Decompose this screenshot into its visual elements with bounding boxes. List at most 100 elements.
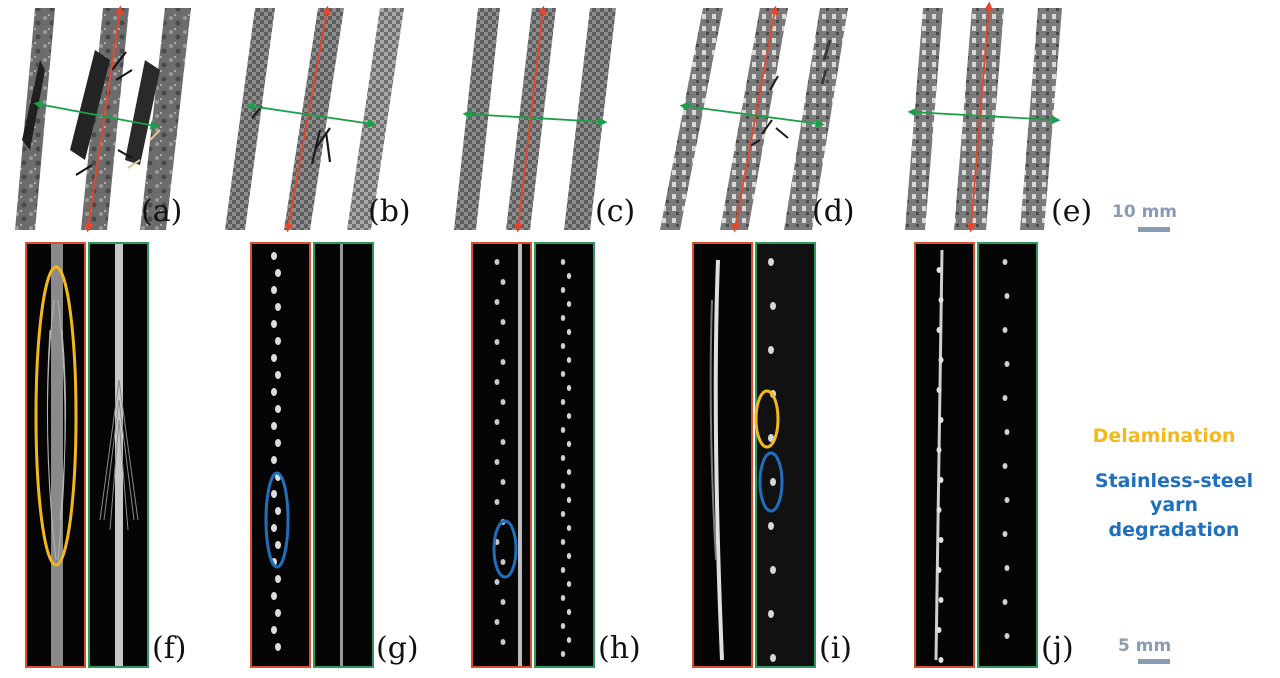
scale-bar-bottom-label: 5 mm	[1118, 636, 1172, 656]
ct-speckle	[566, 637, 572, 643]
ct-speckle	[560, 567, 566, 573]
panel-label-e: (e)	[1051, 194, 1093, 229]
ct-speckle	[768, 434, 774, 442]
panel-label-d: (d)	[812, 194, 855, 229]
ct-scan-h	[471, 242, 595, 668]
ct-speckle	[1004, 361, 1010, 367]
ct-speckle	[494, 259, 500, 265]
ct-speckle	[500, 279, 506, 285]
ct-speckle	[566, 441, 572, 447]
ct-speckle	[560, 427, 566, 433]
panel-label-i: (i)	[819, 631, 853, 666]
legend-delamination: Delamination	[1092, 425, 1236, 447]
specimen-photo-b	[225, 5, 404, 233]
ct-speckle	[938, 657, 944, 663]
panel-label-g: (g)	[376, 631, 419, 666]
ct-speckle	[1004, 565, 1010, 571]
ct-speckle	[938, 477, 944, 483]
ct-speckle	[500, 439, 506, 445]
panel-label-c: (c)	[595, 194, 636, 229]
ct-speckle	[938, 297, 944, 303]
ct-speckle	[494, 499, 500, 505]
ct-speckle	[1002, 327, 1008, 333]
ct-speckle	[560, 399, 566, 405]
ct-speckle	[560, 623, 566, 629]
ct-speckle	[936, 507, 942, 513]
ct-speckle	[566, 497, 572, 503]
ct-speckle	[560, 343, 566, 349]
ct-speckle	[566, 553, 572, 559]
ct-speckle	[275, 269, 281, 277]
ct-speckle	[1004, 633, 1010, 639]
specimen-photo-a	[15, 5, 191, 233]
specimen-photo-e	[905, 1, 1062, 233]
ct-speckle	[494, 579, 500, 585]
ct-speckle	[936, 447, 942, 453]
ct-speckle	[560, 539, 566, 545]
ct-speckle	[275, 609, 281, 617]
ct-speckle	[494, 619, 500, 625]
ct-speckle	[500, 399, 506, 405]
ct-speckle	[566, 525, 572, 531]
ct-speckle	[936, 327, 942, 333]
ct-speckle	[1002, 259, 1008, 265]
ct-speckle	[271, 456, 277, 464]
panel-label-b: (b)	[368, 194, 411, 229]
ct-speckle	[938, 417, 944, 423]
ct-speckle	[560, 511, 566, 517]
legend-yarn-degradation: Stainless-steel yarn degradation	[1068, 469, 1280, 542]
specimen-photo-d	[660, 5, 848, 233]
ct-speckle	[566, 273, 572, 279]
ct-speckle	[936, 627, 942, 633]
ct-speckle	[938, 357, 944, 363]
ct-speckle	[500, 479, 506, 485]
ct-speckle	[560, 455, 566, 461]
ct-speckle	[1002, 531, 1008, 537]
ct-scan-g	[250, 242, 374, 668]
ct-speckle	[494, 299, 500, 305]
ct-speckle	[560, 315, 566, 321]
ct-speckle	[560, 483, 566, 489]
ct-speckle	[271, 592, 277, 600]
ct-speckle	[560, 595, 566, 601]
panel-label-j: (j)	[1041, 631, 1074, 666]
ct-speckle	[275, 303, 281, 311]
ct-speckle	[566, 301, 572, 307]
ct-speckle	[271, 286, 277, 294]
ct-speckle	[936, 387, 942, 393]
ct-speckle	[566, 357, 572, 363]
legend-yarn-line2: degradation	[1108, 518, 1240, 541]
ct-speckle	[275, 643, 281, 651]
ct-speckle	[770, 302, 776, 310]
specimen-photo-c	[454, 5, 616, 233]
ct-speckle	[560, 287, 566, 293]
ct-speckle	[271, 252, 277, 260]
ct-speckle	[560, 259, 566, 265]
ct-speckle	[1002, 463, 1008, 469]
scale-bar-bottom	[1138, 659, 1170, 664]
ct-speckle	[768, 346, 774, 354]
scale-bar-top	[1138, 227, 1170, 232]
ct-speckle	[275, 371, 281, 379]
ct-speckle	[1002, 599, 1008, 605]
ct-speckle	[560, 651, 566, 657]
ct-speckle	[275, 439, 281, 447]
ct-speckle	[271, 626, 277, 634]
ct-speckle	[770, 478, 776, 486]
ct-speckle	[770, 654, 776, 662]
ct-speckle	[500, 319, 506, 325]
panel-label-a: (a)	[141, 194, 183, 229]
ct-speckle	[271, 490, 277, 498]
ct-speckle	[271, 388, 277, 396]
ct-speckle	[936, 267, 942, 273]
panel-label-h: (h)	[598, 631, 641, 666]
ct-speckle	[1002, 395, 1008, 401]
scale-bar-top-label: 10 mm	[1112, 202, 1178, 222]
legend-yarn-line1: Stainless-steel yarn	[1094, 470, 1254, 517]
ct-speckle	[566, 581, 572, 587]
ct-speckle	[275, 405, 281, 413]
ct-scan-f	[25, 242, 149, 668]
ct-speckle	[271, 320, 277, 328]
ct-speckle	[938, 537, 944, 543]
